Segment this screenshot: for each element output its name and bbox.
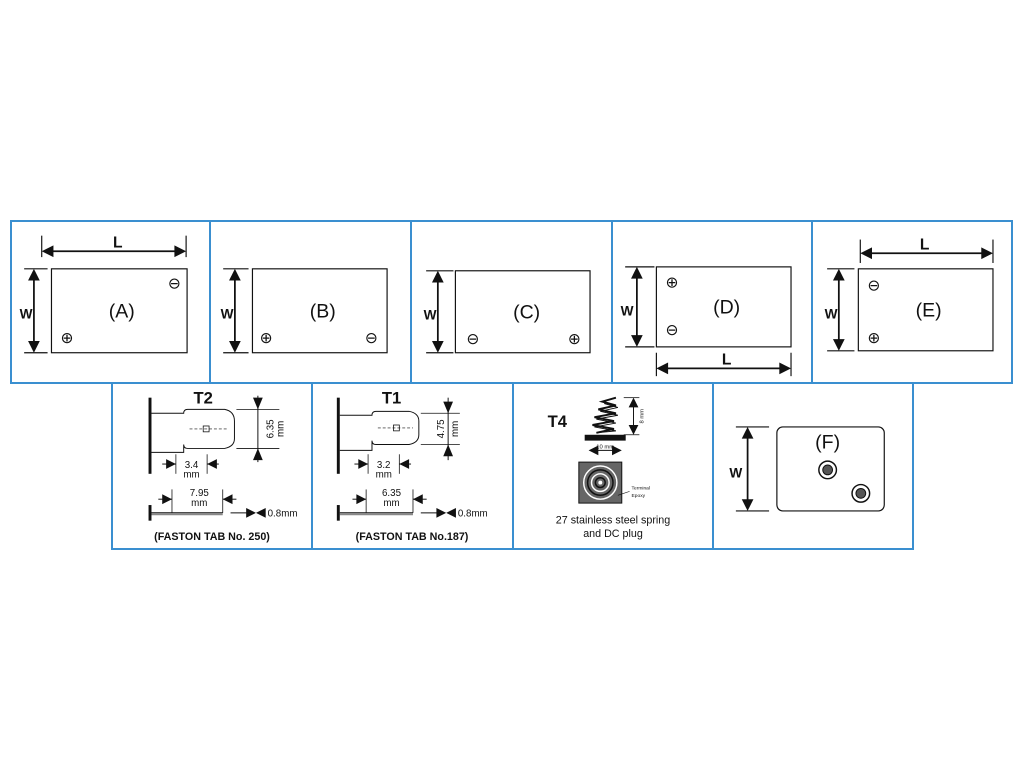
t2-height-unit: mm xyxy=(275,421,286,437)
diagram-c: W (C) ⊖ ⊕ xyxy=(424,270,591,354)
diagram-t1: T1 4.75 mm 3.2 mm 6.35 mm xyxy=(336,389,488,543)
t2-width-unit: mm xyxy=(183,470,199,481)
negative-terminal-icon: ⊖ xyxy=(168,275,181,292)
t2-length-unit: mm xyxy=(191,498,207,509)
diagram-t2: T2 6.35 mm 3.4 mm 7.95 mm xyxy=(148,389,298,543)
panel-f: W (F) xyxy=(712,382,914,550)
positive-terminal-icon: ⊕ xyxy=(867,330,880,347)
t1-caption: (FASTON TAB No.187) xyxy=(356,531,469,543)
t1-width-unit: mm xyxy=(376,470,392,481)
battery-outline xyxy=(776,426,885,512)
terminal-icon xyxy=(818,460,838,480)
t4-title: T4 xyxy=(548,412,568,431)
panel-d: W (D) ⊕ ⊖ L xyxy=(611,220,813,384)
t1-title: T1 xyxy=(382,389,401,408)
width-label: W xyxy=(221,307,234,322)
terminal-icon xyxy=(851,483,871,503)
t2-thickness: 0.8mm xyxy=(268,509,298,520)
battery-outline xyxy=(50,268,188,354)
t1-length-value: 6.35 xyxy=(382,488,402,499)
panel-a: L W (A) ⊖ ⊕ xyxy=(10,220,211,384)
width-label: W xyxy=(621,304,634,319)
width-label: W xyxy=(825,307,838,322)
battery-outline xyxy=(454,270,591,354)
negative-terminal-icon: ⊖ xyxy=(466,331,479,348)
t1-thickness: 0.8mm xyxy=(458,509,488,520)
t4-terminal-label: Terminal xyxy=(632,485,650,491)
length-label: L xyxy=(920,236,930,253)
width-label: W xyxy=(20,307,33,322)
diagram-a: L W (A) ⊖ ⊕ xyxy=(20,234,188,354)
t1-width-value: 3.2 xyxy=(377,460,391,471)
positive-terminal-icon: ⊕ xyxy=(260,330,273,347)
width-label: W xyxy=(424,308,437,323)
panel-a-label: (A) xyxy=(109,301,135,323)
battery-outline xyxy=(251,268,388,354)
negative-terminal-icon: ⊖ xyxy=(665,322,678,339)
negative-terminal-icon: ⊖ xyxy=(867,277,880,294)
diagram-t4: T4 8 mm 10 mm Terminal Epoxy 27 stainles… xyxy=(548,396,670,540)
t2-length-value: 7.95 xyxy=(190,488,210,499)
t1-height-unit: mm xyxy=(450,421,461,437)
diagram-d: W (D) ⊕ ⊖ L xyxy=(621,266,792,377)
t2-caption: (FASTON TAB No. 250) xyxy=(154,531,270,543)
length-label: L xyxy=(113,234,123,251)
width-label: W xyxy=(729,466,742,481)
t1-length-unit: mm xyxy=(383,498,399,509)
battery-outline xyxy=(857,268,994,352)
negative-terminal-icon: ⊖ xyxy=(365,330,378,347)
positive-terminal-icon: ⊕ xyxy=(61,330,74,347)
panel-f-label: (F) xyxy=(815,431,840,453)
battery-outline xyxy=(655,266,792,348)
diagram-f: W (F) xyxy=(729,426,885,512)
t4-width-label: 10 mm xyxy=(596,444,614,450)
positive-terminal-icon: ⊕ xyxy=(568,331,581,348)
panel-d-label: (D) xyxy=(713,297,740,319)
t4-caption-line1: 27 stainless steel spring xyxy=(556,515,670,527)
t2-title: T2 xyxy=(194,389,213,408)
t4-caption-line2: and DC plug xyxy=(583,528,643,540)
positive-terminal-icon: ⊕ xyxy=(665,274,678,291)
t1-height-value: 4.75 xyxy=(436,419,447,439)
panel-e-label: (E) xyxy=(916,300,942,322)
spring-icon xyxy=(592,396,617,434)
panel-t2: T2 6.35 mm 3.4 mm 7.95 mm xyxy=(111,382,313,550)
panel-b: W (B) ⊕ ⊖ xyxy=(209,220,412,384)
t4-epoxy-label: Epoxy xyxy=(632,493,646,499)
length-label: L xyxy=(722,351,732,368)
panel-c: W (C) ⊖ ⊕ xyxy=(410,220,613,384)
panel-c-label: (C) xyxy=(513,302,540,324)
t4-height-label: 8 mm xyxy=(639,409,645,424)
diagram-e: L W (E) ⊖ ⊕ xyxy=(825,236,994,352)
panel-b-label: (B) xyxy=(310,301,336,323)
panel-t1: T1 4.75 mm 3.2 mm 6.35 mm xyxy=(311,382,514,550)
diagram-b: W (B) ⊕ ⊖ xyxy=(221,268,388,354)
t2-width-value: 3.4 xyxy=(185,460,199,471)
t2-height-value: 6.35 xyxy=(266,419,277,439)
panel-t4: T4 8 mm 10 mm Terminal Epoxy 27 stainles… xyxy=(512,382,714,550)
panel-e: L W (E) ⊖ ⊕ xyxy=(811,220,1013,384)
